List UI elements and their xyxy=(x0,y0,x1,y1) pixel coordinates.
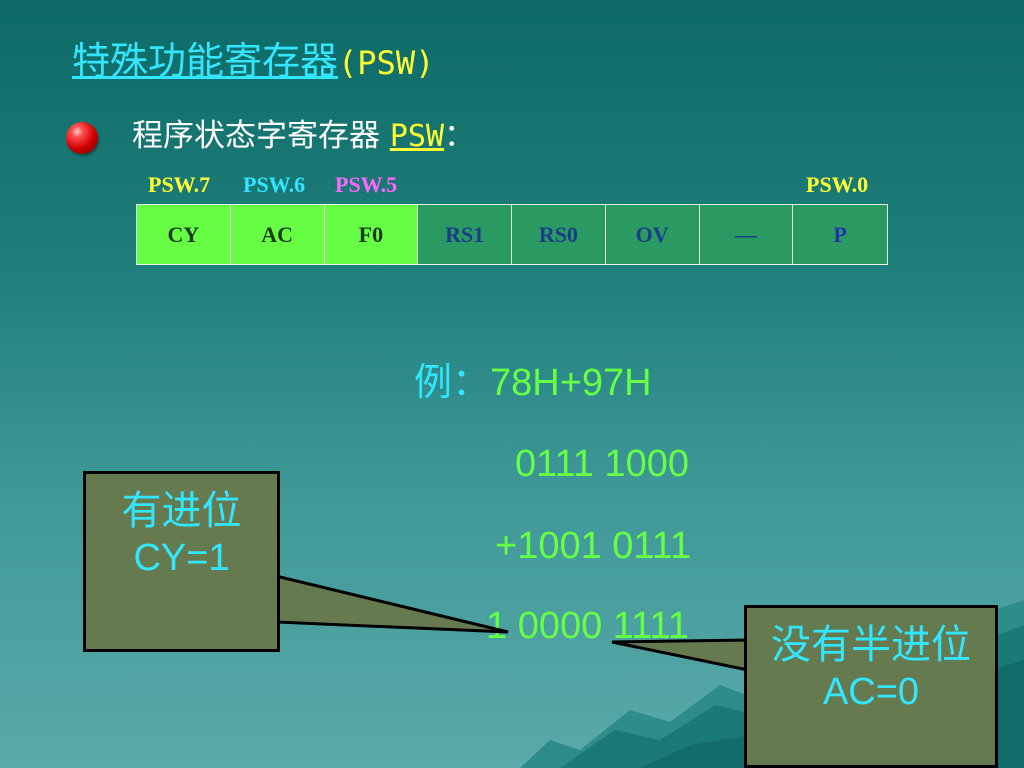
callout-half-carry-value: AC=0 xyxy=(822,671,920,713)
register-cell-ac: AC xyxy=(230,205,325,264)
title-psw: (PSW) xyxy=(338,44,435,82)
bit-label-psw5: PSW.5 xyxy=(335,172,398,197)
example-line-2: 0111 1000 xyxy=(515,443,689,485)
callout-carry: 有进位 CY=1 xyxy=(83,471,280,652)
register-cell-rs1: RS1 xyxy=(418,205,512,264)
callout-half-carry: 没有半进位 AC=0 xyxy=(744,605,998,768)
example-expression: 78H+97H xyxy=(490,362,652,404)
bullet-text-colon: ： xyxy=(444,118,476,154)
bit-label-psw6: PSW.6 xyxy=(243,172,306,197)
bullet-text-psw: PSW xyxy=(389,119,445,154)
register-cell-f0: F0 xyxy=(324,205,419,264)
bullet-icon xyxy=(66,122,98,154)
bit-label-psw0: PSW.0 xyxy=(806,172,869,197)
register-cell-p: P xyxy=(793,205,887,264)
bit-label-psw7: PSW.7 xyxy=(148,172,211,197)
register-cell-rs0: RS0 xyxy=(512,205,606,264)
example-line-3: +1001 0111 xyxy=(495,525,692,567)
callout-carry-value: CY=1 xyxy=(133,537,230,579)
callout-carry-text: 有进位 xyxy=(121,488,242,534)
example-prefix: 例： xyxy=(414,360,491,404)
register-cell-cy: CY xyxy=(137,205,231,264)
slide-title: 特殊功能寄存器(PSW) xyxy=(72,38,434,86)
register-cell-ov: OV xyxy=(605,205,700,264)
title-chinese: 特殊功能寄存器 xyxy=(72,39,339,83)
register-cell-unused: — xyxy=(699,205,794,264)
bullet-text: 程序状态字寄存器 PSW： xyxy=(132,116,475,157)
example-line-1: 例：78H+97H xyxy=(414,360,652,405)
bullet-text-main: 程序状态字寄存器 xyxy=(132,118,390,154)
callout-half-carry-text: 没有半进位 xyxy=(771,622,971,668)
psw-register-table: CY AC F0 RS1 RS0 OV — P xyxy=(136,204,888,265)
